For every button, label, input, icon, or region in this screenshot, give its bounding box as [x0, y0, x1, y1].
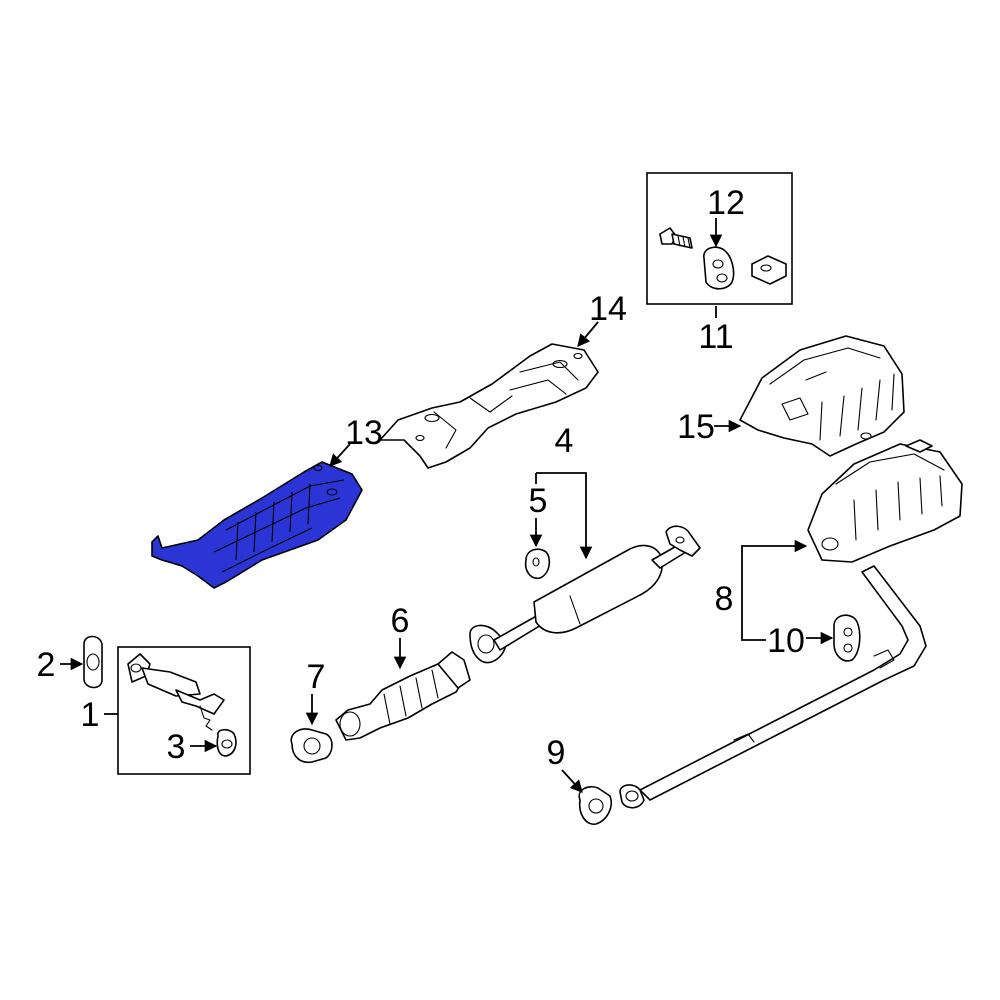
callout-12: 12: [707, 184, 745, 222]
callout-4: 4: [555, 422, 574, 460]
part-1-kit-box: [117, 646, 251, 775]
callout-5: 5: [529, 482, 548, 520]
callout-13: 13: [345, 414, 383, 452]
callout-2: 2: [37, 646, 56, 684]
part-3-gasket[interactable]: [216, 728, 237, 757]
leader-lines: [60, 218, 834, 793]
part-12-rubber-hanger[interactable]: [703, 246, 735, 290]
hanger-bolt[interactable]: [659, 227, 693, 249]
callout-6: 6: [391, 602, 410, 640]
callout-11: 11: [698, 318, 733, 356]
callout-15: 15: [677, 408, 715, 446]
callout-9: 9: [547, 734, 566, 772]
part-15-rear-heat-shield[interactable]: [739, 335, 905, 457]
callout-7: 7: [307, 658, 326, 696]
callout-14: 14: [589, 290, 627, 328]
callout-3: 3: [167, 728, 186, 766]
callout-10: 10: [767, 622, 805, 660]
callout-1: 1: [81, 696, 100, 734]
part-1-front-pipe[interactable]: [127, 653, 225, 731]
part-8-rear-muffler[interactable]: [619, 439, 963, 809]
part-9-gasket[interactable]: [578, 785, 612, 825]
part-13-heat-shield-highlighted[interactable]: [151, 461, 363, 589]
part-14-heat-shield[interactable]: [379, 343, 599, 469]
part-5-rubber-hanger[interactable]: [524, 548, 551, 580]
part-2-gasket[interactable]: [83, 635, 103, 689]
part-7-gasket[interactable]: [290, 728, 333, 764]
callout-8: 8: [715, 580, 734, 618]
part-10-rubber-hanger[interactable]: [833, 614, 861, 662]
hanger-bracket[interactable]: [751, 255, 787, 285]
callout-numbers: 1 2 3 4 5 6 7 8 9 10 11 12 13 14 15: [37, 184, 805, 772]
part-6-catalytic-converter[interactable]: [335, 651, 471, 741]
part-11-kit-box: [646, 172, 793, 305]
part-4-center-pipe[interactable]: [469, 525, 701, 664]
